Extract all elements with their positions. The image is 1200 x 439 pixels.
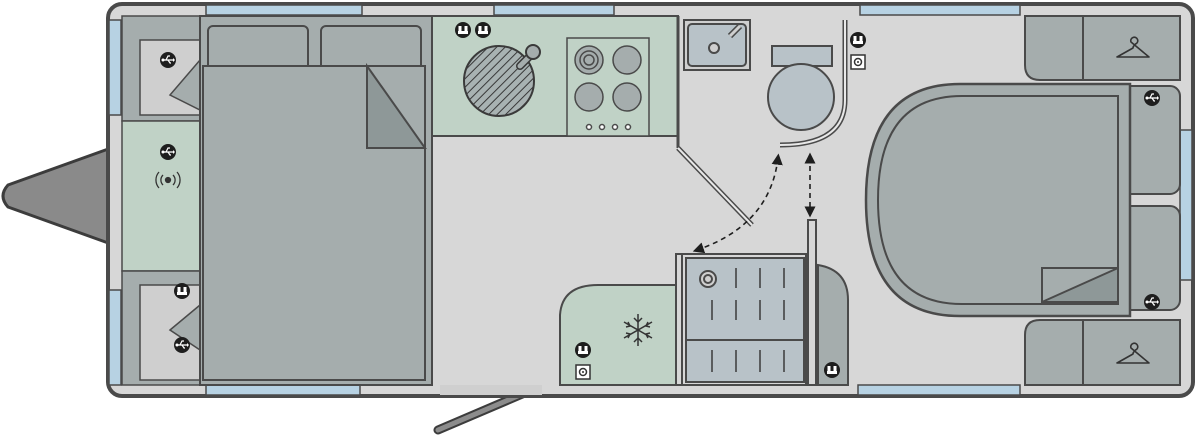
usb-socket-icon bbox=[1143, 89, 1161, 107]
sink-tap bbox=[516, 44, 541, 70]
window bbox=[859, 4, 1021, 16]
round-sink bbox=[463, 45, 535, 117]
window bbox=[108, 289, 122, 386]
four-burner-hob bbox=[566, 37, 650, 137]
a-frame-hitch bbox=[1, 146, 113, 246]
rear-wardrobe-bottom bbox=[1024, 319, 1181, 386]
mains-socket-icon bbox=[475, 22, 491, 38]
window bbox=[205, 4, 363, 16]
wireless-charger-icon bbox=[155, 171, 181, 189]
front-storage bbox=[121, 15, 201, 386]
window bbox=[205, 384, 361, 396]
shower-cubicle bbox=[679, 253, 807, 386]
fridge-unit bbox=[559, 284, 677, 386]
usb-socket-icon bbox=[1143, 293, 1161, 311]
usb-socket-icon bbox=[159, 51, 177, 69]
fridge-snowflake-icon bbox=[623, 314, 653, 346]
mains-socket-icon bbox=[174, 283, 190, 299]
front-island-bed bbox=[199, 15, 433, 386]
usb-socket-icon bbox=[173, 336, 191, 354]
shower-tray-grooves bbox=[711, 268, 785, 372]
window bbox=[1179, 129, 1193, 281]
tv-point-icon bbox=[850, 54, 866, 70]
tv-point-icon bbox=[575, 364, 591, 380]
window bbox=[857, 384, 1021, 396]
door-opening bbox=[440, 385, 542, 395]
window bbox=[108, 19, 122, 116]
toilet bbox=[767, 45, 835, 131]
shower-door bbox=[807, 219, 817, 386]
usb-socket-icon bbox=[159, 143, 177, 161]
mains-socket-icon bbox=[824, 362, 840, 378]
washroom-basin bbox=[683, 19, 751, 71]
mains-socket-icon bbox=[850, 32, 866, 48]
window bbox=[493, 4, 615, 16]
storage-unit bbox=[817, 263, 849, 386]
mains-socket-icon bbox=[455, 22, 471, 38]
rear-wardrobe-top bbox=[1024, 15, 1181, 81]
mains-socket-icon bbox=[575, 342, 591, 358]
